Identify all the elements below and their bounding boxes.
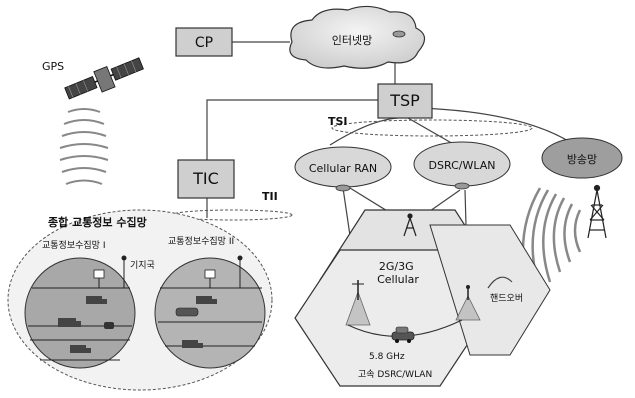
router-icon [392,30,406,38]
gps-signal-waves [59,108,109,185]
broadcast-label: 방송망 [567,153,597,166]
collection-b-label: 교통정보수집망 II [168,235,234,247]
cp-node: CP [175,27,233,57]
car-icon [175,307,199,317]
basestation-icon [121,255,127,261]
satellite-icon [64,57,144,100]
collection-a-label: 교통정보수집망 I [42,239,105,251]
truck-icon [70,345,91,353]
tsi-interface: TSI [328,115,533,137]
cellular-zone-line2: Cellular [377,273,419,286]
tsp-cellular-link [329,117,399,146]
router-icon [335,184,351,192]
roadside-sensor-icon [93,269,105,288]
gps-label: GPS [42,60,64,73]
tower-icon [587,184,607,239]
tii-label: TII [262,190,278,203]
router-icon [454,182,470,190]
rsu-antenna [455,285,481,321]
frequency-label: 5.8 GHz [369,352,405,362]
dsrc-wlan-node: DSRC/WLAN [413,141,511,190]
dsrc-wlan-label: DSRC/WLAN [429,159,496,172]
hex-cell-right [429,224,551,356]
tic-node: TIC [177,159,235,199]
tsp-tic-link [206,99,378,160]
gps-satellite: GPS [42,57,144,185]
tsp-label: TSP [389,91,420,110]
rsu-icon [237,255,243,261]
truck-icon [58,318,81,327]
cp-label: CP [195,35,213,51]
car-icon [104,322,114,329]
truck-icon [86,296,107,304]
internet-label: 인터넷망 [332,34,372,47]
roadside-sensor-icon [204,269,216,288]
truck-icon [182,340,203,348]
cellular-zone-line1: 2G/3G [379,260,414,273]
base-station-label: 기지국 [130,260,155,271]
car-icon [391,326,415,343]
handover-label: 핸드오버 [490,292,523,304]
collection-network-label: 종합 교통정보 수집망 [48,215,147,229]
tsp-dsrc-link [407,117,456,146]
collection-network: 종합 교통정보 수집망 교통정보수집망 I [7,209,273,391]
truck-icon [196,296,217,304]
ran-antenna [345,280,371,326]
cellular-cells [294,209,551,387]
handover-arrow [487,276,513,289]
tsp-broadcast-link [419,107,571,143]
cellular-ran-label: Cellular RAN [309,162,377,175]
internet-cloud: 인터넷망 [289,5,426,69]
tsi-label: TSI [328,115,348,128]
collection-circle-b: 교통정보수집망 II [154,235,266,369]
collection-circle-a: 교통정보수집망 I [24,239,136,369]
cellular-zone-label: 2G/3G Cellular [377,260,419,286]
broadcast-node: 방송망 [541,137,623,179]
highspeed-label: 고속 DSRC/WLAN [358,369,432,380]
tsp-node: TSP [377,83,433,119]
tic-label: TIC [192,169,219,188]
cell-tower-icon [403,213,417,237]
cellular-ran-node: Cellular RAN [294,146,392,192]
